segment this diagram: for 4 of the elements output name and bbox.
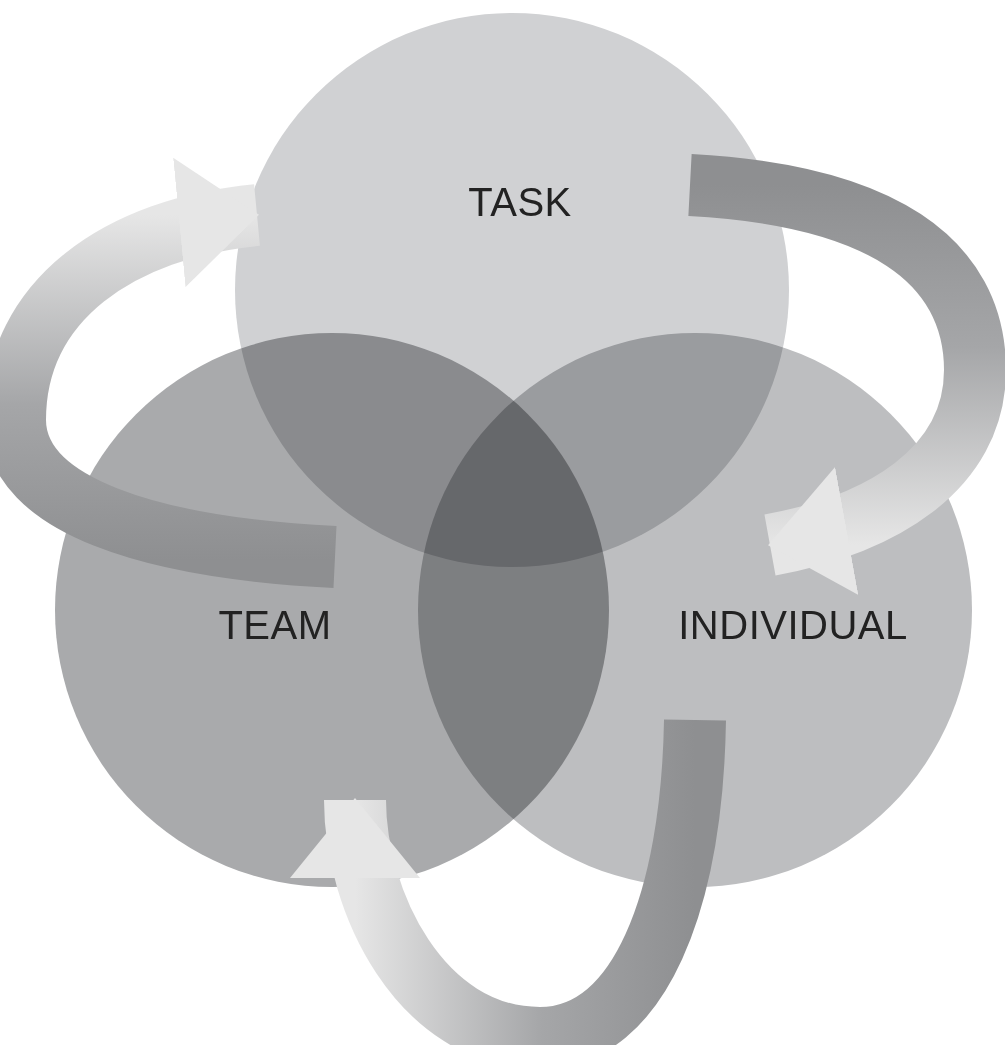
circle-label: TEAM (218, 602, 332, 648)
curved-arrow (0, 160, 338, 588)
circle-label: TASK (468, 179, 572, 225)
circle-label: INDIVIDUAL (678, 602, 908, 648)
